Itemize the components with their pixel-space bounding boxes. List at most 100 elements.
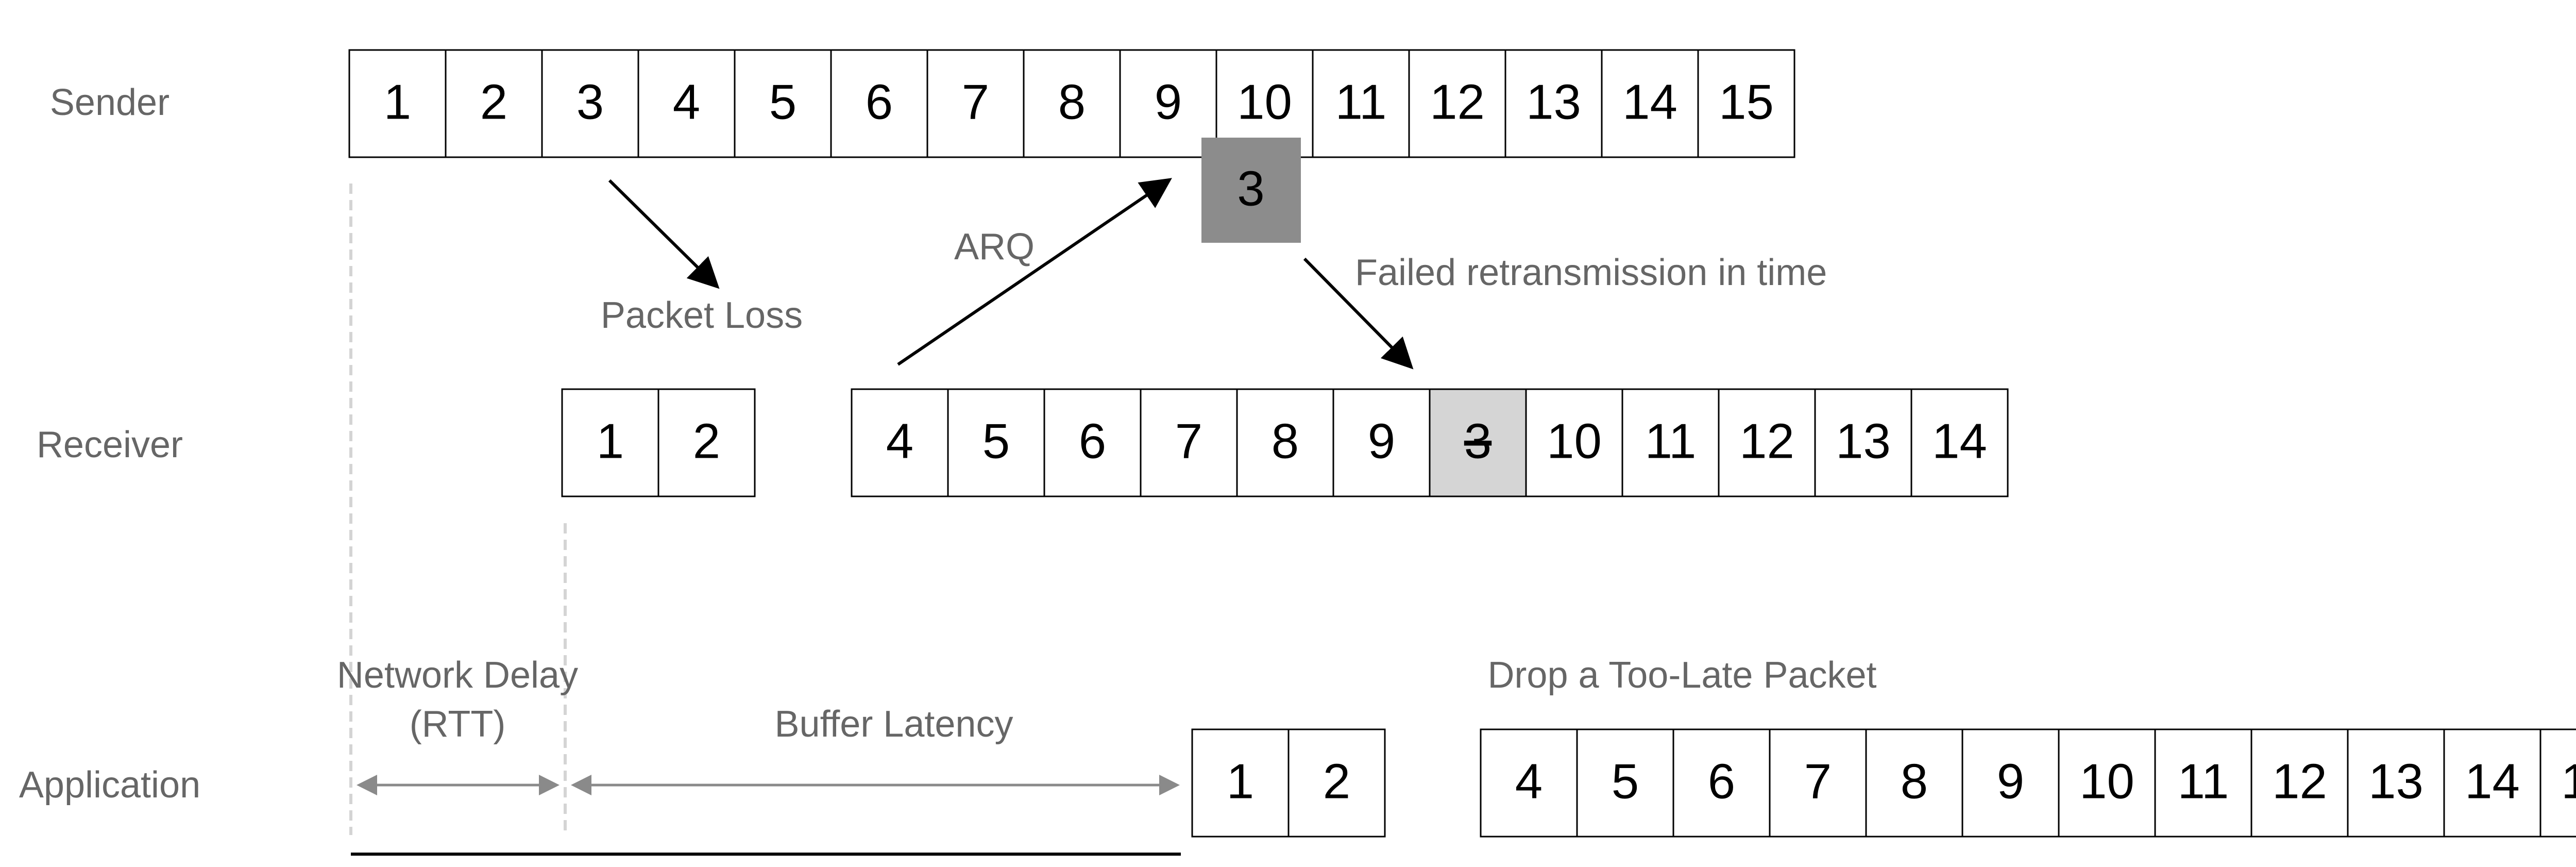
receiver-packet-5: 5 bbox=[947, 388, 1045, 497]
sender-packet-15: 15 bbox=[1697, 49, 1795, 158]
sender-packet-8: 8 bbox=[1023, 49, 1121, 158]
receiver-packet-number: 5 bbox=[982, 413, 1010, 469]
sender-row-label: Sender bbox=[50, 82, 170, 123]
rtt-label: (RTT) bbox=[410, 704, 506, 745]
application-packet-12: 12 bbox=[2250, 728, 2349, 838]
arq-label: ARQ bbox=[954, 226, 1035, 268]
sender-packet-9: 9 bbox=[1119, 49, 1217, 158]
receiver-packet-box bbox=[1332, 388, 1431, 497]
receiver-packet-number: 14 bbox=[1932, 413, 1987, 469]
receiver-packet-11: 11 bbox=[1621, 388, 1720, 497]
application-packet-number: 1 bbox=[1227, 754, 1254, 809]
application-packet-8: 8 bbox=[1865, 728, 1963, 838]
sender-packet-number: 10 bbox=[1237, 74, 1292, 129]
application-packet-number: 11 bbox=[2178, 754, 2229, 809]
application-packet-number: 6 bbox=[1708, 754, 1735, 809]
receiver-packet-row-second: 4 5 6 7 8 9 3 10 11 12 13 14 bbox=[851, 388, 2009, 497]
sender-packet-number: 5 bbox=[769, 74, 796, 129]
application-packet-13: 13 bbox=[2347, 728, 2445, 838]
sender-packet-number: 13 bbox=[1526, 74, 1581, 129]
application-packet-row-second: 456 789 10 11 12 13 14 15 bbox=[1480, 728, 2576, 838]
application-packet-number: 14 bbox=[2465, 754, 2520, 809]
packet-loss-label: Packet Loss bbox=[601, 295, 803, 336]
sender-packet-number: 1 bbox=[384, 74, 411, 129]
sender-packet-box bbox=[445, 49, 543, 158]
application-packet-box bbox=[2539, 728, 2576, 838]
packet-loss-arrow bbox=[608, 179, 720, 289]
application-packet-box bbox=[1769, 728, 1867, 838]
receiver-packet-10: 10 bbox=[1525, 388, 1623, 497]
sender-packet-number: 15 bbox=[1719, 74, 1774, 129]
application-packet-4: 4 bbox=[1480, 728, 1578, 838]
receiver-packet-number: 2 bbox=[693, 413, 720, 469]
application-packet-box bbox=[1865, 728, 1963, 838]
sender-packet-12: 12 bbox=[1408, 49, 1506, 158]
drop-packet-label: Drop a Too-Late Packet bbox=[1487, 655, 1876, 696]
application-packet-number: 15 bbox=[2561, 754, 2576, 809]
receiver-packet-3: 3 bbox=[1429, 388, 1527, 497]
receiver-packet-number: 6 bbox=[1079, 413, 1106, 469]
receiver-packet-number: 7 bbox=[1175, 413, 1202, 469]
sender-packet-7: 7 bbox=[926, 49, 1025, 158]
receiver-packet-number: 1 bbox=[597, 413, 624, 469]
receiver-packet-box bbox=[657, 388, 756, 497]
application-packet-7: 7 bbox=[1769, 728, 1867, 838]
sender-packet-number: 8 bbox=[1058, 74, 1086, 129]
application-packet-number: 12 bbox=[2272, 754, 2327, 809]
receiver-packet-14: 14 bbox=[1910, 388, 2009, 497]
receiver-packet-box bbox=[1621, 388, 1720, 497]
application-packet-number: 7 bbox=[1804, 754, 1832, 809]
sender-packet-number: 11 bbox=[1335, 74, 1387, 129]
application-packet-box bbox=[1480, 728, 1578, 838]
sender-packet-box bbox=[1601, 49, 1699, 158]
application-row-label: Application bbox=[19, 764, 200, 806]
receiver-packet-12: 12 bbox=[1718, 388, 1816, 497]
application-packet-box bbox=[1287, 728, 1386, 838]
sender-packet-11: 11 bbox=[1312, 49, 1410, 158]
application-packet-box bbox=[2443, 728, 2541, 838]
application-packet-box bbox=[1961, 728, 2060, 838]
sender-packet-box bbox=[1408, 49, 1506, 158]
sender-packet-number: 14 bbox=[1622, 74, 1677, 129]
application-packet-6: 6 bbox=[1672, 728, 1771, 838]
receiver-packet-number: 8 bbox=[1272, 413, 1299, 469]
sender-packet-6: 6 bbox=[830, 49, 928, 158]
retransmitted-packet-box bbox=[1201, 138, 1301, 243]
sender-packet-number: 7 bbox=[962, 74, 989, 129]
failed-retransmission-label: Failed retransmission in time bbox=[1355, 252, 1827, 293]
application-packet-number: 10 bbox=[2079, 754, 2134, 809]
application-packet-box bbox=[2347, 728, 2445, 838]
application-packet-15: 15 bbox=[2539, 728, 2576, 838]
receiver-packet-number: 9 bbox=[1368, 413, 1395, 469]
retransmitted-packet-number: 3 bbox=[1237, 161, 1264, 216]
receiver-packet-number: 4 bbox=[886, 413, 913, 469]
receiver-packet-box bbox=[1910, 388, 2009, 497]
receiver-packet-box bbox=[1140, 388, 1238, 497]
application-packet-9: 9 bbox=[1961, 728, 2060, 838]
application-packet-5: 5 bbox=[1576, 728, 1674, 838]
application-packet-11: 11 bbox=[2154, 728, 2252, 838]
receiver-packet-number: 11 bbox=[1645, 413, 1697, 469]
sender-packet-1: 1 bbox=[348, 49, 447, 158]
application-packet-box bbox=[2250, 728, 2349, 838]
application-packet-number: 13 bbox=[2368, 754, 2424, 809]
sender-packet-14: 14 bbox=[1601, 49, 1699, 158]
receiver-row-label: Receiver bbox=[37, 424, 183, 465]
sender-packet-number: 4 bbox=[673, 74, 700, 129]
application-packet-box bbox=[1576, 728, 1674, 838]
receiver-packet-number: 3 bbox=[1464, 413, 1492, 469]
receiver-packet-1: 1 bbox=[561, 388, 659, 497]
sender-packet-box bbox=[541, 49, 639, 158]
receiver-packet-number: 13 bbox=[1836, 413, 1891, 469]
receiver-packet-box bbox=[1043, 388, 1142, 497]
receiver-packet-6: 6 bbox=[1043, 388, 1142, 497]
receiver-packet-4: 4 bbox=[851, 388, 949, 497]
sender-packet-number: 2 bbox=[480, 74, 507, 129]
sender-packet-13: 13 bbox=[1504, 49, 1603, 158]
receiver-packet-box bbox=[561, 388, 659, 497]
receiver-packet-number: 10 bbox=[1547, 413, 1602, 469]
sender-packet-box bbox=[830, 49, 928, 158]
